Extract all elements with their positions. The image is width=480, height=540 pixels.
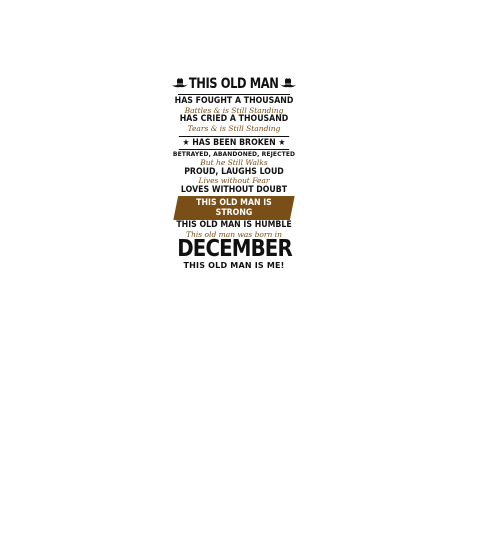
birth-month: DECEMBER <box>177 236 292 262</box>
line-betrayed: BETRAYED, ABANDONED, REJECTED <box>172 151 296 158</box>
line-broken-text: HAS BEEN BROKEN <box>192 138 276 148</box>
line-broken: ★ HAS BEEN BROKEN ★ <box>178 136 290 150</box>
title-divider <box>178 94 290 95</box>
strong-row: THIS OLD MAN IS STRONG <box>168 194 300 220</box>
line-fought: HAS FOUGHT A THOUSAND <box>174 96 294 106</box>
poster: THIS OLD MAN HAS FOUGHT A THOUSAND Battl… <box>168 70 300 270</box>
line-fear: Lives without Fear <box>198 176 270 185</box>
line-walks: But he Still Walks <box>200 158 268 167</box>
line-born: This old man was born in <box>186 229 282 239</box>
line-loves: LOVES WITHOUT DOUBT <box>180 184 288 195</box>
cowboy-hat-icon <box>280 78 296 88</box>
line-proud: PROUD, LAUGHS LOUD <box>184 166 284 177</box>
line-strong-banner: THIS OLD MAN IS STRONG <box>173 196 295 220</box>
line-battles: Battles & is Still Standing <box>184 105 284 115</box>
poster-title: THIS OLD MAN <box>189 76 279 92</box>
line-cried: HAS CRIED A THOUSAND <box>179 114 289 124</box>
line-tears: Tears & is Still Standing <box>187 123 281 133</box>
line-humble: THIS OLD MAN IS HUMBLE <box>176 220 292 230</box>
broken-row: ★ HAS BEEN BROKEN ★ <box>168 132 300 150</box>
cowboy-hat-icon <box>172 78 188 88</box>
line-me: THIS OLD MAN IS ME! <box>183 261 285 270</box>
title-row: THIS OLD MAN <box>168 75 300 93</box>
